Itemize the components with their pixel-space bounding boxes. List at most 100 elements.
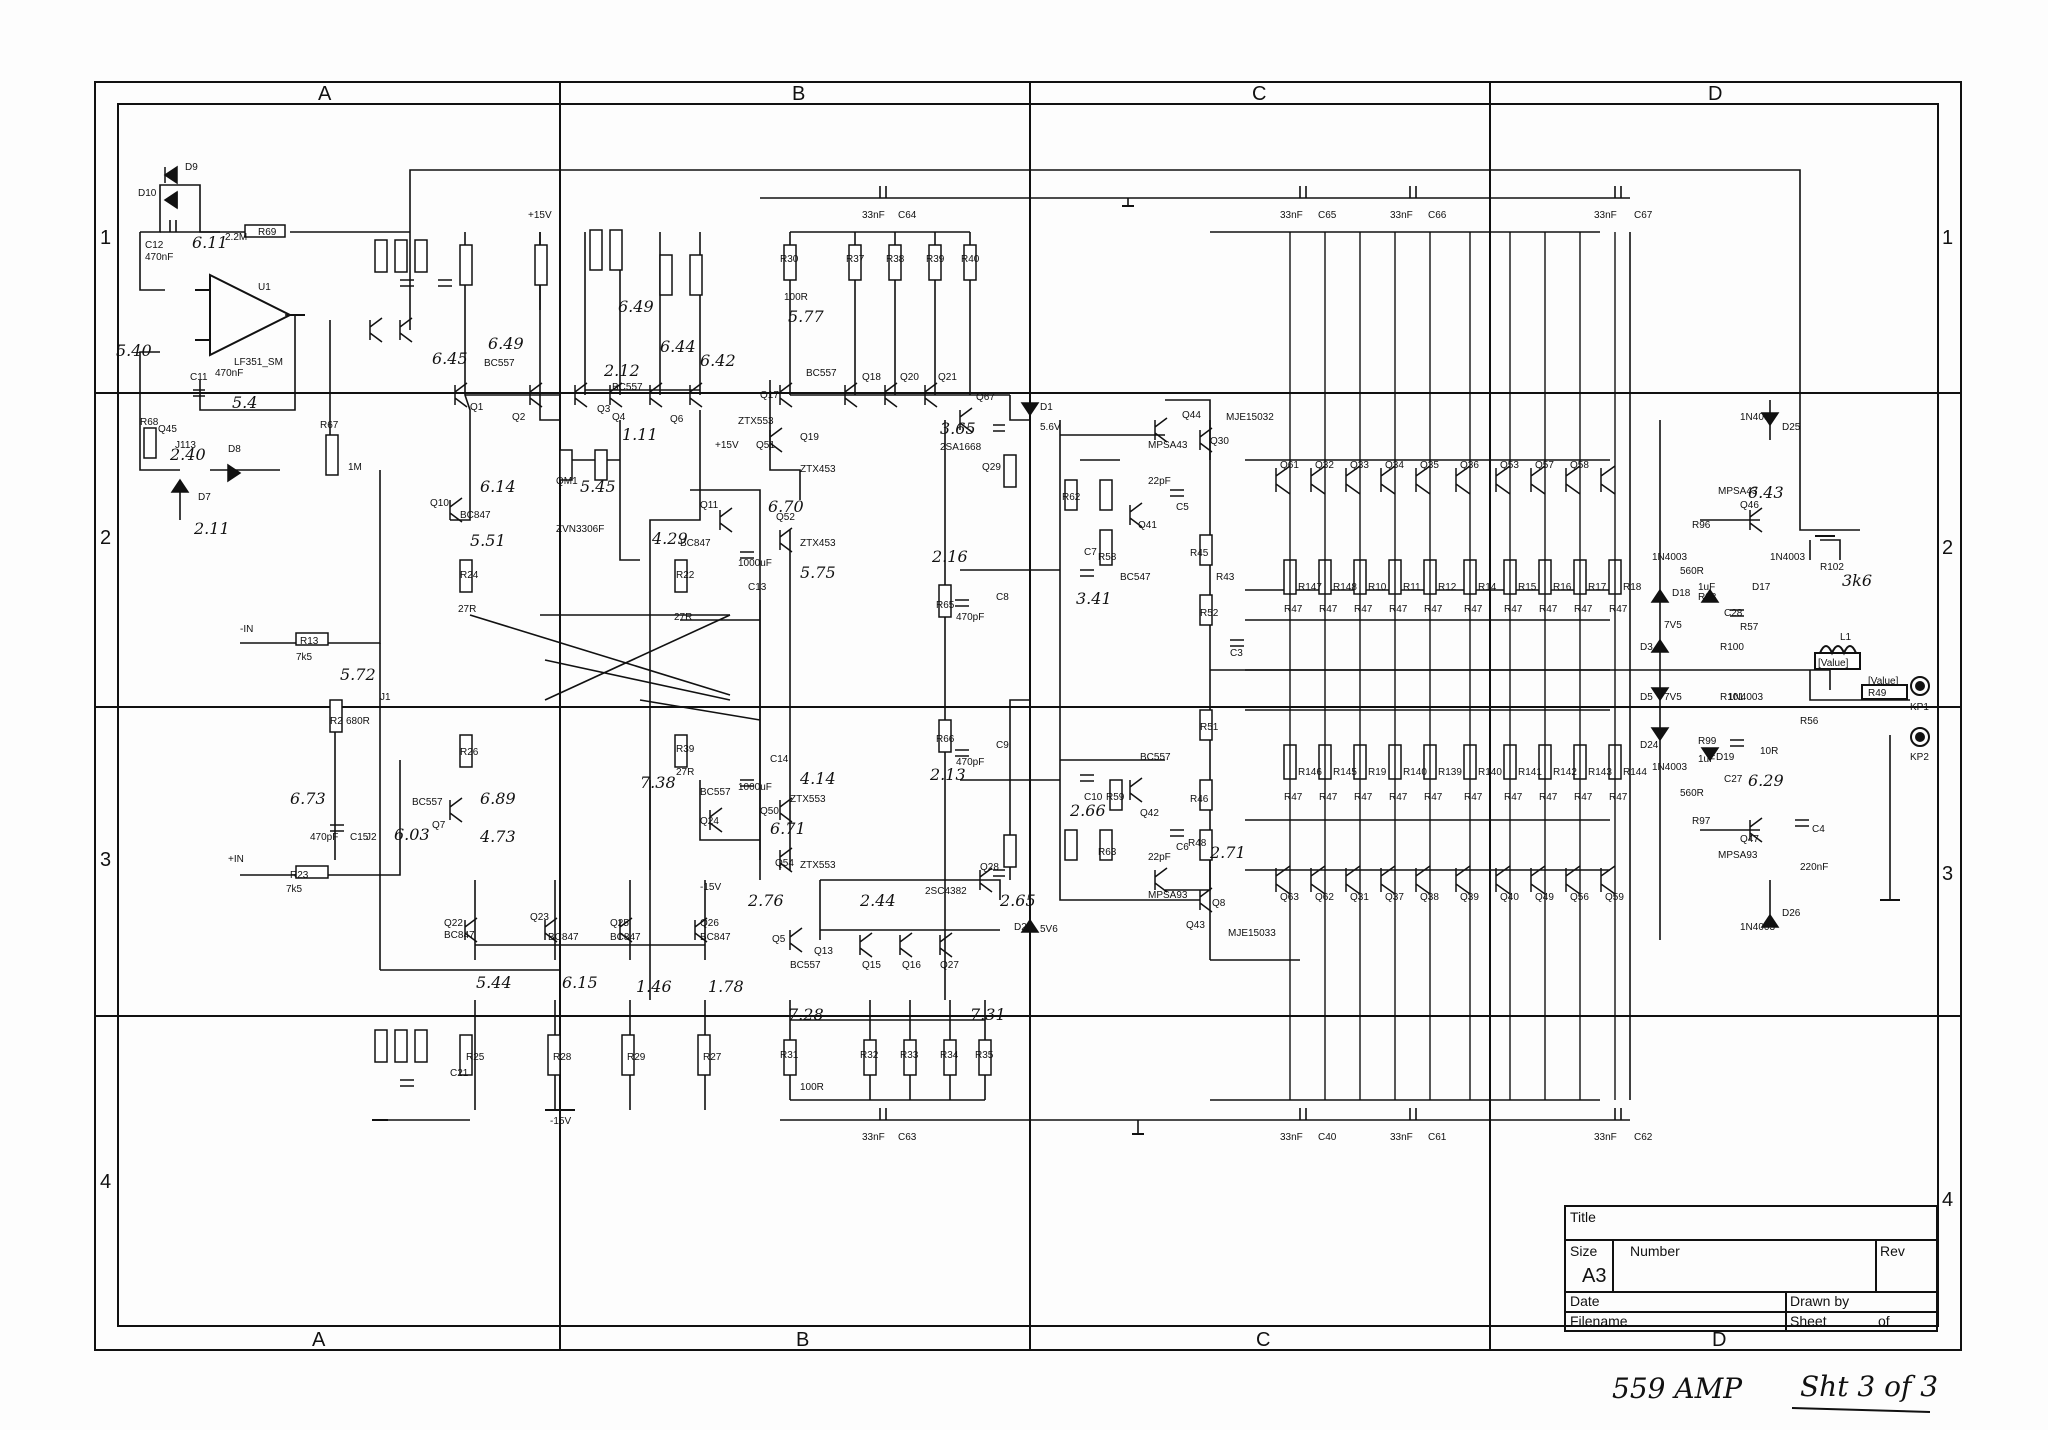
label-output-emitter-bottom: R47 [1539, 792, 1558, 803]
label-output-emitter-bottom: R47 [1464, 792, 1483, 803]
label-q18: Q18 [862, 372, 881, 383]
label-d7: D7 [198, 492, 211, 503]
label-q1-type: BC557 [484, 358, 515, 369]
label-output-r-bottom: R140 [1478, 767, 1502, 778]
label-r99-val: 560R [1680, 788, 1704, 799]
label-q42-type: BC557 [1140, 752, 1171, 763]
label-q26-type: BC847 [700, 932, 731, 943]
label-c4-val: 220nF [1800, 862, 1828, 873]
label-r27: R27 [703, 1052, 722, 1063]
label-m15v-mid: -15V [700, 882, 721, 893]
label-d19: D19 [1716, 752, 1735, 763]
label-output-q-top: Q32 [1315, 460, 1334, 471]
label-c8: C8 [996, 592, 1009, 603]
v-6-89: 6.89 [480, 789, 516, 808]
label-in-neg: -IN [240, 624, 253, 635]
label-q13: Q13 [814, 946, 833, 957]
label-r32: R32 [860, 1050, 879, 1061]
output-transistor-top [1380, 465, 1396, 495]
label-q5: Q5 [772, 934, 786, 945]
label-output-q-top: Q53 [1500, 460, 1519, 471]
label-r39-val: 27R [676, 767, 694, 778]
zone-row-2-right: 2 [1942, 537, 1953, 559]
label-u1: U1 [258, 282, 271, 293]
label-zener-d5: 7V5 [1664, 692, 1682, 703]
label-c6: C6 [1176, 842, 1189, 853]
label-c3: C3 [1230, 648, 1243, 659]
label-r65: R65 [936, 600, 955, 611]
sheet-note-underline [1791, 1407, 1931, 1413]
label-output-emitter-top: R47 [1609, 604, 1628, 615]
label-q23: Q23 [530, 912, 549, 923]
transistor-symbol [899, 932, 913, 958]
label-r100-a: 100R [784, 292, 808, 303]
label-d24: D24 [1640, 740, 1659, 751]
transistor-symbol [449, 797, 463, 823]
transistor-symbol [689, 382, 703, 408]
label-output-emitter-bottom: R47 [1389, 792, 1408, 803]
label-q45-type: J113 [175, 440, 196, 451]
label-q17: Q17 [760, 390, 779, 401]
v-3-65: 3.65 [940, 419, 976, 438]
label-output-q-bottom: Q62 [1315, 892, 1334, 903]
label-q67: Q67 [976, 392, 995, 403]
v-6-29: 6.29 [1748, 771, 1784, 790]
v-6-11: 6.11 [192, 233, 228, 252]
label-q3: Q3 [597, 404, 611, 415]
label-q50: Q50 [760, 806, 779, 817]
opamp-u1 [195, 273, 305, 357]
label-r26: R26 [460, 747, 479, 758]
label-q5-type: BC557 [790, 960, 821, 971]
zone-row-3-right: 3 [1942, 863, 1953, 885]
label-q10: Q10 [430, 498, 449, 509]
transistor-symbol [924, 382, 938, 408]
filename-label: Filename [1570, 1313, 1628, 1329]
label-c12: C12 [145, 240, 164, 251]
label-output-q-bottom: Q38 [1420, 892, 1439, 903]
v-6-42: 6.42 [700, 351, 736, 370]
label-r23-val: 7k5 [286, 884, 303, 895]
title-block [1564, 1205, 1938, 1332]
label-q21: Q21 [938, 372, 957, 383]
label-q19-type: BC557 [806, 368, 837, 379]
label-output-r-top: R10 [1368, 582, 1387, 593]
label-q44-type: MPSA43 [1148, 440, 1188, 451]
transistor-symbol [1129, 502, 1143, 528]
zone-col-d-top: D [1708, 83, 1722, 105]
label-d2-val: 5V6 [1040, 924, 1058, 935]
label-c8-val: 470pF [956, 612, 984, 623]
size-value: A3 [1582, 1265, 1606, 1287]
label-q24-type: BC557 [700, 787, 731, 798]
output-transistor-top [1310, 465, 1326, 495]
v-2-71: 2.71 [1209, 843, 1246, 862]
label-dtype-d25: 1N4003 [1740, 412, 1775, 423]
label-output-q-bottom: Q31 [1350, 892, 1369, 903]
label-r99: R99 [1698, 736, 1717, 747]
label-output-emitter-bottom: R47 [1354, 792, 1373, 803]
label-q52-type: ZTX453 [800, 538, 836, 549]
sheet-note-left: 559 AMP [1612, 1372, 1743, 1405]
zone-row-1-right: 1 [1942, 227, 1953, 249]
transistor-symbol [1199, 427, 1213, 453]
label-output-r-top: R12 [1438, 582, 1457, 593]
v-6-71: 6.71 [770, 819, 806, 838]
label-c21: C21 [450, 1068, 469, 1079]
output-stage-labels: Q61Q63R147R146R47R47Q32Q62R148R145R47R47… [1280, 460, 1647, 903]
label-q1: Q1 [470, 402, 484, 413]
label-c66: C66 [1428, 210, 1447, 221]
label-c13-val: 1000uF [738, 558, 772, 569]
label-c14: C14 [770, 754, 789, 765]
label-d10: D10 [138, 188, 157, 199]
label-c65-val: 33nF [1280, 210, 1303, 221]
label-q11-type: BC847 [680, 538, 711, 549]
transistor-symbol [769, 427, 783, 453]
label-output-q-bottom: Q40 [1500, 892, 1519, 903]
v-2-65: 2.65 [999, 891, 1036, 910]
label-output-q-top: Q58 [1570, 460, 1589, 471]
label-r22-val: 27R [674, 612, 692, 623]
label-r97: R97 [1692, 816, 1711, 827]
label-r33: R33 [900, 1050, 919, 1061]
label-r28: R28 [553, 1052, 572, 1063]
label-r24: R24 [460, 570, 479, 581]
label-q44: Q44 [1182, 410, 1201, 421]
